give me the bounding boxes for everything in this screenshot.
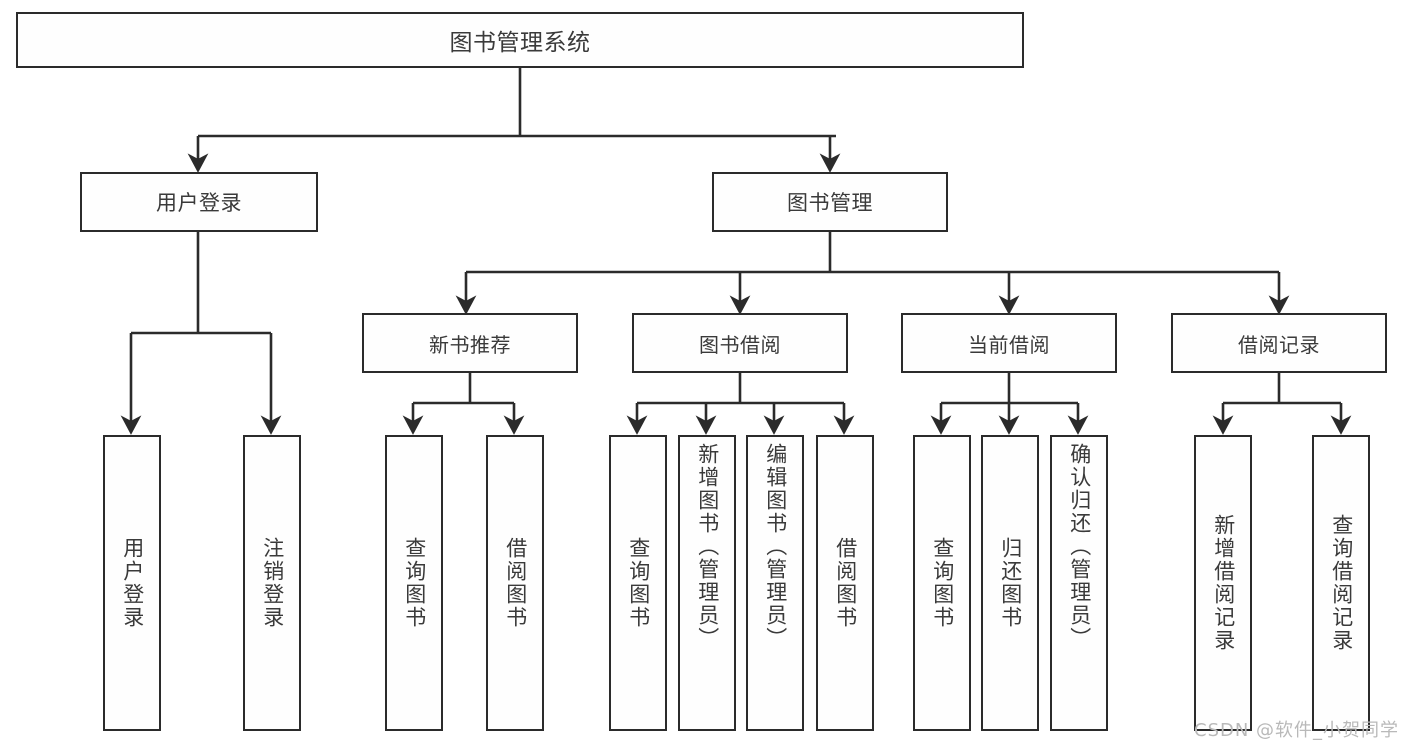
leaf-borrow-borrow-book[interactable]: 借阅图书: [816, 435, 874, 731]
leaf-label: 编辑图书（管理员）: [763, 443, 788, 650]
leaf-borrow-query-book[interactable]: 查询图书: [609, 435, 667, 731]
leaf-recommend-borrow-book[interactable]: 借阅图书: [486, 435, 544, 731]
node-label: 用户登录: [156, 191, 242, 215]
node-label: 图书借阅: [699, 332, 781, 357]
node-label: 图书管理系统: [449, 30, 591, 56]
leaf-label: 确认归还（管理员）: [1067, 443, 1092, 650]
leaf-label: 查询图书: [402, 537, 427, 629]
node-label: 当前借阅: [968, 332, 1050, 357]
leaf-label: 借阅图书: [503, 537, 528, 629]
leaf-label: 查询借阅记录: [1329, 514, 1354, 652]
leaf-current-return-book[interactable]: 归还图书: [981, 435, 1039, 731]
node-book-management[interactable]: 图书管理: [712, 172, 948, 232]
node-label: 新书推荐: [429, 332, 511, 357]
leaf-user-login-logout[interactable]: 注销登录: [243, 435, 301, 731]
node-label: 借阅记录: [1238, 332, 1320, 357]
leaf-label: 查询图书: [626, 537, 651, 629]
leaf-label: 借阅图书: [833, 537, 858, 629]
leaf-user-login-login[interactable]: 用户登录: [103, 435, 161, 731]
leaf-borrow-edit-book-admin[interactable]: 编辑图书（管理员）: [746, 435, 804, 731]
leaf-label: 查询图书: [930, 537, 955, 629]
leaf-current-confirm-return-admin[interactable]: 确认归还（管理员）: [1050, 435, 1108, 731]
leaf-record-query-record[interactable]: 查询借阅记录: [1312, 435, 1370, 731]
node-user-login[interactable]: 用户登录: [80, 172, 318, 232]
csdn-watermark: CSDN @软件_小贺同学: [1194, 720, 1400, 741]
node-book-borrow[interactable]: 图书借阅: [632, 313, 848, 373]
leaf-label: 注销登录: [260, 537, 285, 629]
node-borrow-record[interactable]: 借阅记录: [1171, 313, 1387, 373]
leaf-label: 新增图书（管理员）: [695, 443, 720, 650]
leaf-record-add-record[interactable]: 新增借阅记录: [1194, 435, 1252, 731]
node-new-book-recommend[interactable]: 新书推荐: [362, 313, 578, 373]
node-label: 图书管理: [787, 191, 873, 215]
leaf-recommend-query-book[interactable]: 查询图书: [385, 435, 443, 731]
leaf-current-query-book[interactable]: 查询图书: [913, 435, 971, 731]
leaf-label: 用户登录: [120, 537, 145, 629]
node-root-book-management-system[interactable]: 图书管理系统: [16, 12, 1024, 68]
leaf-label: 新增借阅记录: [1211, 514, 1236, 652]
leaf-borrow-add-book-admin[interactable]: 新增图书（管理员）: [678, 435, 736, 731]
leaf-label: 归还图书: [998, 537, 1023, 629]
node-current-borrow[interactable]: 当前借阅: [901, 313, 1117, 373]
